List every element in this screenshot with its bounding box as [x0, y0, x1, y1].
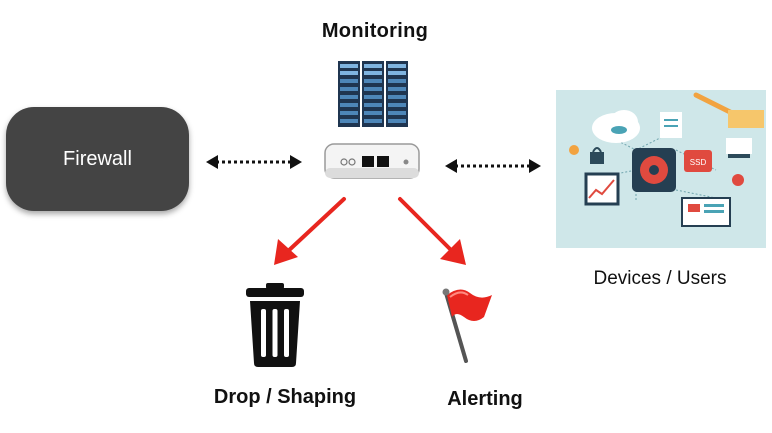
drop-red-arrow: [274, 197, 346, 265]
monitor-devices-link-arrow: [445, 159, 541, 173]
red-flag-icon: [442, 288, 492, 363]
alerting-label: Alerting: [447, 388, 523, 410]
drop-shaping-label: Drop / Shaping: [213, 386, 357, 408]
trash-can-icon: [246, 283, 304, 367]
ssd-text: SSD: [690, 158, 707, 167]
server-rack-icon: [338, 61, 408, 127]
firewall-node: Firewall: [6, 107, 189, 211]
firewall-monitor-link-arrow: [206, 155, 302, 169]
devices-illustration: SSD: [556, 90, 766, 248]
monitoring-title: Monitoring: [321, 20, 429, 42]
network-appliance-icon: [324, 143, 420, 179]
devices-users-label: Devices / Users: [593, 268, 727, 289]
alert-red-arrow: [398, 197, 466, 265]
firewall-label: Firewall: [63, 147, 132, 170]
